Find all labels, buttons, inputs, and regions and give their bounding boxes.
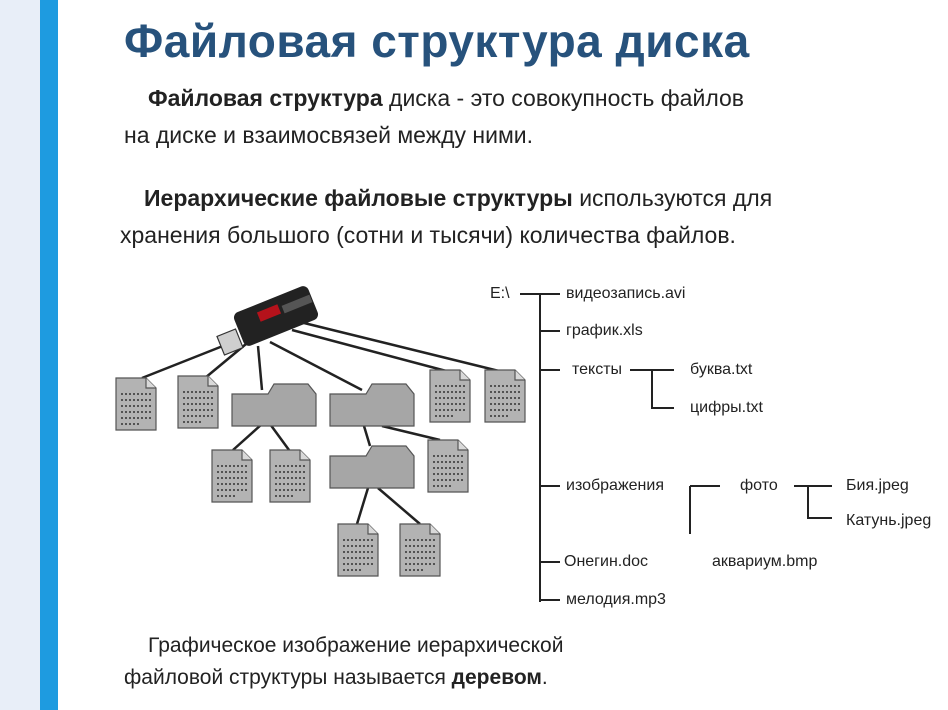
- caption-line2: файловой структуры называется: [124, 666, 452, 689]
- document-icon: [269, 449, 311, 503]
- tree-item-aquarium: аквариум.bmp: [712, 553, 818, 570]
- document-icon: [115, 377, 157, 431]
- tree-item-video: видеозапись.avi: [566, 285, 686, 302]
- tree-item-biya: Бия.jpeg: [846, 477, 909, 494]
- document-icon: [177, 375, 219, 429]
- left-accent-bar: [40, 0, 58, 710]
- hierarchy-term: Иерархические файловые структуры: [144, 185, 573, 211]
- caption-period: .: [541, 666, 548, 689]
- tree-item-chart: график.xls: [566, 322, 643, 339]
- folder-icon: [329, 383, 415, 427]
- tree-item-letter: буква.txt: [690, 361, 753, 378]
- hierarchy-paragraph: Иерархические файловые структуры использ…: [120, 180, 772, 254]
- hierarchy-rest: используются для: [572, 185, 773, 211]
- caption-line1: Графическое изображение иерархической: [148, 634, 564, 657]
- tree-root: E:\: [490, 285, 510, 302]
- document-icon: [399, 523, 441, 577]
- tree-item-photo: фото: [740, 477, 778, 494]
- definition-term: Файловая структура: [148, 85, 383, 111]
- left-decor-band: [0, 0, 40, 710]
- tree-item-katun: Катунь.jpeg: [846, 512, 932, 529]
- definition-rest: диска - это совокупность файлов: [382, 85, 745, 111]
- tree-item-melody: мелодия.mp3: [566, 591, 666, 608]
- tree-item-onegin: Онегин.doc: [564, 553, 649, 570]
- tree-item-images: изображения: [566, 477, 664, 494]
- page-title: Файловая структура диска: [124, 15, 750, 67]
- document-icon: [337, 523, 379, 577]
- definition-line2: на диске и взаимосвязей между ними.: [124, 122, 534, 148]
- hierarchy-line2: хранения большого (сотни и тысячи) колич…: [120, 222, 736, 248]
- tree-item-digits: цифры.txt: [690, 399, 763, 416]
- document-icon: [427, 439, 469, 493]
- caption-paragraph: Графическое изображение иерархической фай…: [124, 630, 563, 694]
- document-icon: [484, 369, 526, 423]
- folder-icon: [231, 383, 317, 427]
- tree-item-texts: тексты: [572, 361, 623, 378]
- definition-paragraph: Файловая структура диска - это совокупно…: [124, 80, 744, 154]
- folder-icon: [329, 445, 415, 489]
- caption-bold-word: деревом: [451, 666, 542, 689]
- document-icon: [429, 369, 471, 423]
- document-icon: [211, 449, 253, 503]
- usb-drive-icon: [216, 286, 319, 356]
